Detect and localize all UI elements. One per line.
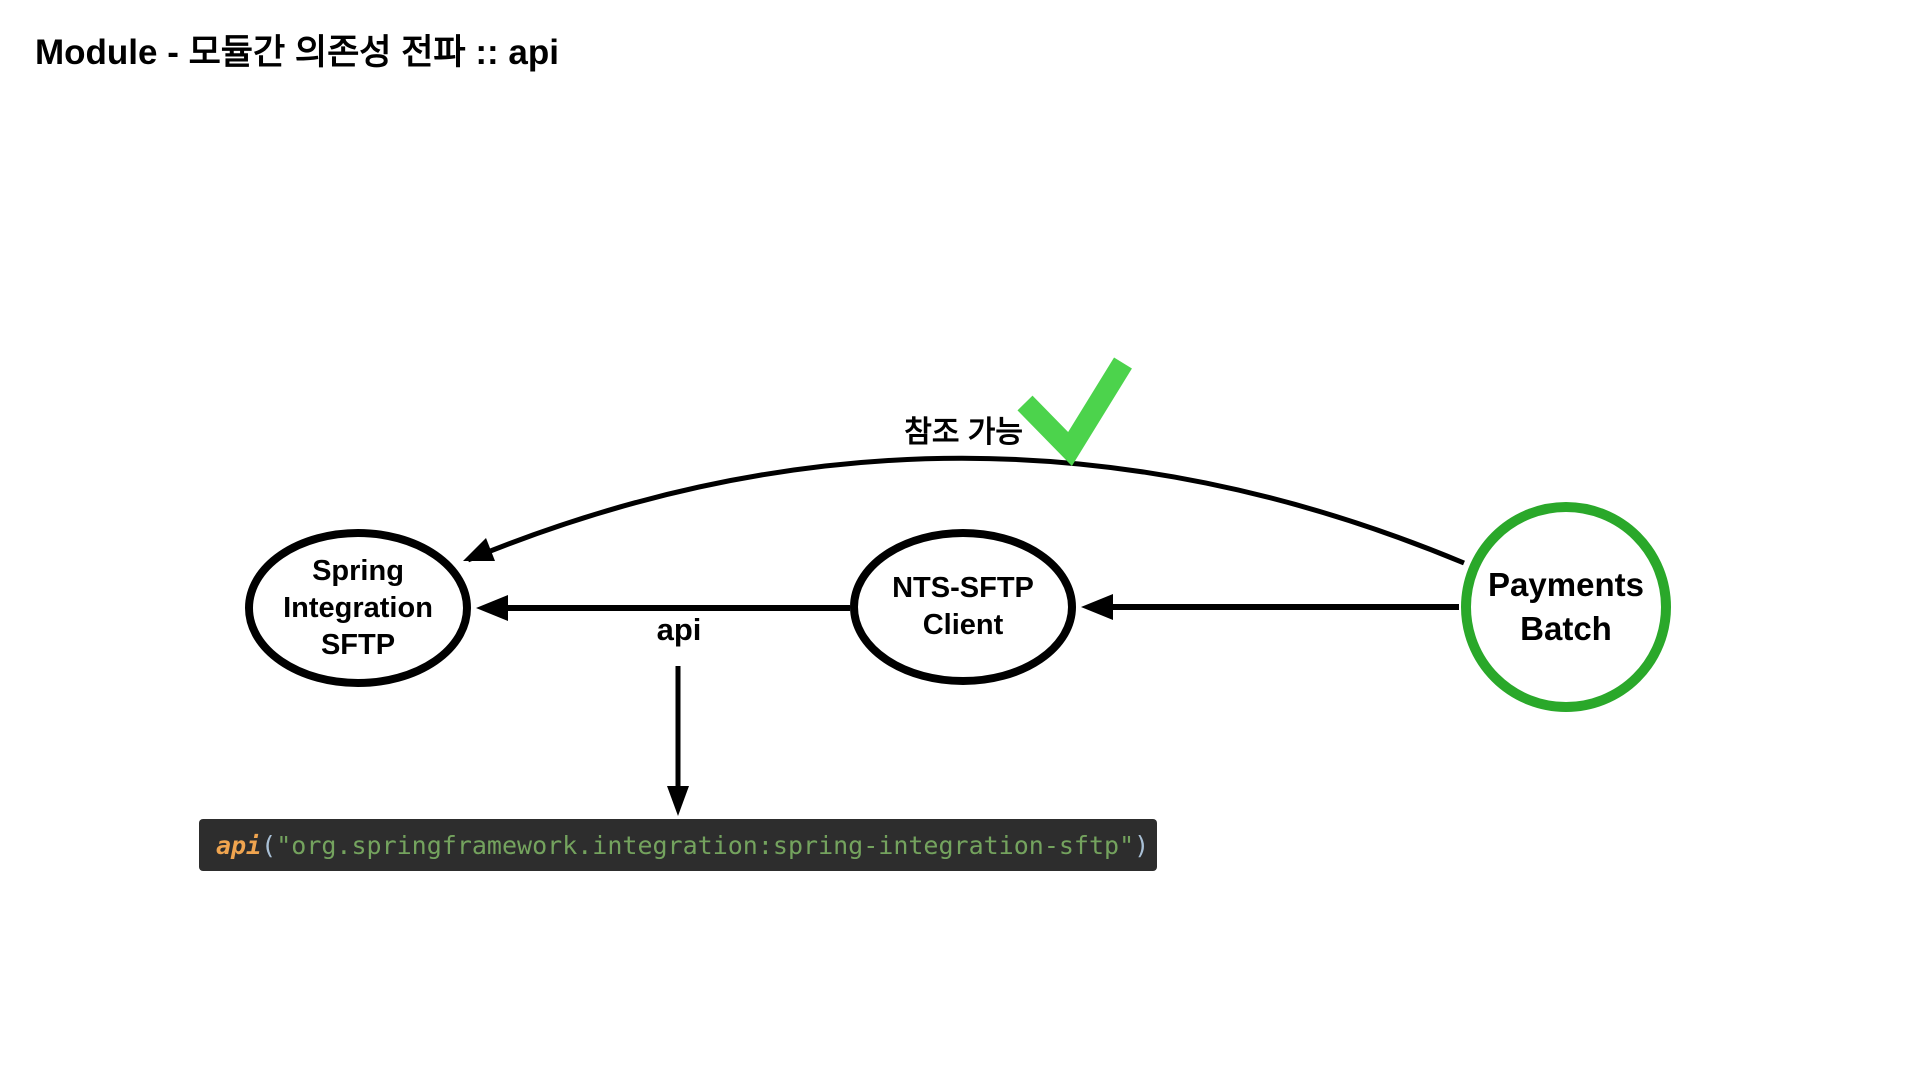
node-nts-sftp-client [850,529,1076,685]
edge-label-api: api [656,612,702,647]
node-label-nts-sftp-client: NTS-SFTP Client [892,572,1034,641]
node-payments-batch [1461,502,1671,712]
code-close-paren: ) [1134,830,1150,860]
arrow-nts-to-spring-head [476,595,508,621]
arrow-api-to-code-head [667,786,689,816]
code-dependency-string: "org.springframework.integration:spring-… [276,830,1135,860]
code-open-paren: ( [261,830,277,860]
check-icon [1017,357,1132,466]
node-label-payments-batch: Payments Batch [1488,566,1644,647]
node-label-spring-integration-sftp: Spring Integration SFTP [283,554,433,661]
code-block: api("org.springframework.integration:spr… [199,819,1157,871]
arrow-payments-to-nts-head [1081,594,1113,620]
arc-arrowhead [463,538,495,561]
page-title: Module - 모듈간 의존성 전파 :: api [35,33,559,72]
node-spring-integration-sftp [245,529,471,687]
arc-payments-to-spring [467,455,1465,566]
annotation-reference-allowed: 참조 가능 [904,416,1023,449]
code-function-name: api [216,830,262,860]
